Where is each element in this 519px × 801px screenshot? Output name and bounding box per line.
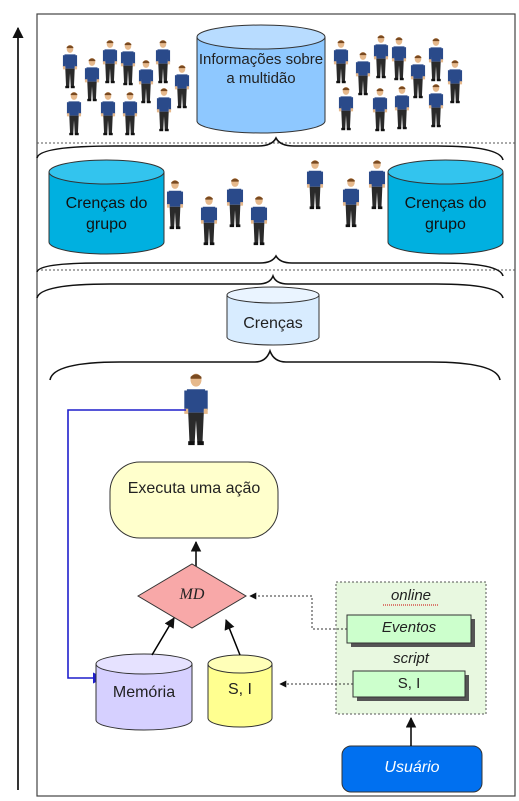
script-label: script [393, 650, 429, 667]
brace-3 [36, 273, 504, 299]
cylinder-memory [95, 653, 193, 731]
decision-label: MD [179, 586, 205, 603]
action-label: Executa uma ação [127, 480, 261, 497]
memory-feedback-arrow [67, 409, 186, 684]
cylinder-group-beliefs-left [48, 159, 165, 255]
events-box [346, 614, 472, 644]
brace-4 [49, 348, 501, 381]
arrow-memory-to-decision [151, 617, 175, 656]
events-label: Eventos [381, 619, 437, 636]
si-store-label: S, I [227, 681, 252, 698]
cylinder-beliefs [226, 286, 320, 346]
si-script-label: S, I [397, 675, 421, 692]
action-box [109, 461, 279, 539]
cylinder-si [207, 654, 273, 728]
outer-frame [36, 13, 516, 797]
beliefs-label: Crenças [243, 315, 303, 332]
group-beliefs-left-label: Crenças do grupo [65, 195, 148, 233]
brace-1 [36, 136, 504, 161]
user-label: Usuário [384, 759, 440, 776]
memory-label: Memória [112, 684, 176, 701]
cylinder-group-beliefs-right [387, 159, 504, 255]
crowd-info-label: Informações sobre a multidão [198, 51, 324, 87]
group-people [166, 160, 386, 246]
agent-person [184, 373, 208, 446]
arrow-si-to-decision [224, 619, 241, 656]
group-beliefs-right-label: Crenças do grupo [404, 195, 487, 233]
cylinder-crowd-info [196, 24, 326, 134]
brace-2 [36, 254, 504, 277]
user-box [341, 745, 483, 793]
arrow-events-to-decision [249, 592, 347, 630]
online-label: online [390, 587, 432, 604]
